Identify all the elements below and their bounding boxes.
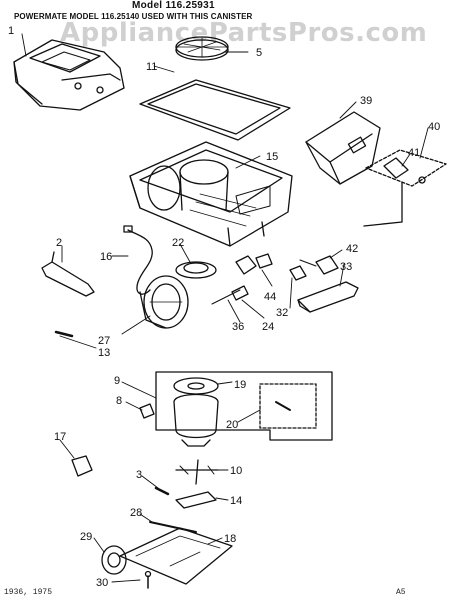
footer-left-code: 1936, 1975 [4,588,53,597]
callout-32: 32 [276,307,288,319]
part-motor-box-drawing [155,371,333,441]
part-wheel-drawing [101,545,127,575]
callout-15: 15 [266,151,278,163]
callout-9: 9 [114,375,120,387]
part-bag-holder-drawing [305,111,381,185]
callout-29: 18 [224,533,236,545]
part-spacer-drawing [154,486,170,496]
callout-1: 1 [8,25,14,37]
callout-42: 42 [346,243,358,255]
part-motor-drawing [173,377,219,447]
callout-8: 8 [116,395,122,407]
callout-18: 29 [80,531,92,543]
part-base-plate-drawing [119,527,233,585]
part-switches-drawing [211,253,273,305]
callout-16: 16 [100,251,112,263]
model-title: Model 116.25931 [132,0,215,11]
part-latch-drawing [41,251,95,297]
callout-30: 30 [96,577,108,589]
part-gasket-drawing [139,79,291,141]
part-pin-drawing [54,330,74,338]
callout-41: 41 [408,147,420,159]
part-canister-body-drawing [129,141,293,247]
callout-13: 13 [98,347,110,359]
callout-27: 27 [98,335,110,347]
part-foot-drawing [71,455,93,477]
part-bracket-drawing [363,149,447,227]
footer-right-code: A5 [396,588,406,597]
part-ring-drawing [175,261,217,279]
callout-11: 11 [146,61,157,73]
callout-14: 14 [230,495,242,507]
part-handle-cover-drawing [13,39,125,111]
part-screw-drawing [144,570,152,589]
powermate-subtitle: POWERMATE MODEL 116.25140 USED WITH THIS… [14,12,253,21]
part-seal-drawing [175,491,217,509]
callout-labels: 1 5 11 39 40 41 15 2 16 22 42 33 44 32 2… [8,25,440,589]
part-plug-drawing [299,255,339,275]
part-cord-reel-drawing [139,275,189,329]
part-pedal-drawing [297,281,359,313]
callout-20: 20 [226,419,238,431]
callout-44: 44 [264,291,276,303]
callout-40: 40 [428,121,440,133]
callout-28: 28 [130,507,142,519]
callout-2: 2 [56,237,62,249]
callout-5: 5 [256,47,262,59]
leader-lines [21,33,429,583]
callout-17: 17 [54,431,66,443]
part-filter-disc-drawing [175,36,229,61]
part-fan-drawing [175,459,219,485]
part-clip-drawing [289,265,307,281]
callout-10: 10 [230,465,242,477]
part-brush-drawing [139,403,155,419]
callout-3: 3 [136,469,142,481]
part-cord-drawing [123,225,153,295]
callout-19: 19 [234,379,246,391]
callout-22: 22 [172,237,184,249]
watermark: AppliancePartsPros.com [60,18,428,48]
callout-33: 33 [340,261,352,273]
callout-24: 24 [262,321,274,333]
callout-36: 36 [232,321,244,333]
callout-39: 39 [360,95,372,107]
